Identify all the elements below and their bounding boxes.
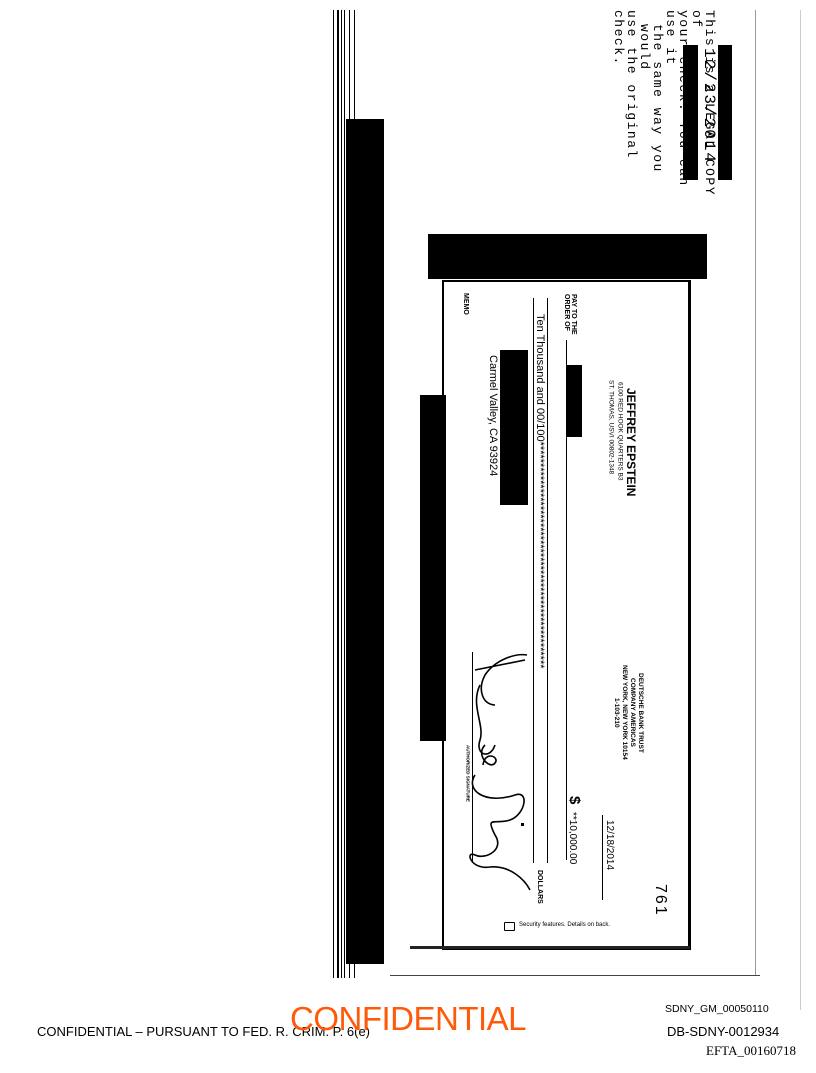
dollars-label: DOLLARS [536, 870, 543, 904]
check-amount: **10,000.00 [567, 812, 578, 865]
signature-line [472, 652, 473, 862]
scan-bottom-edge [390, 975, 760, 976]
legal-copy-notice: This is a LEGAL COPY of your check. You … [611, 10, 717, 220]
signature-label: AUTHORIZED SIGNATURE [465, 745, 471, 802]
payer-address-2: ST. THOMAS, USVI 00802-1348 [607, 380, 615, 475]
scan-right-edge [755, 10, 756, 975]
bank-line: DEUTSCHE BANK TRUST [637, 672, 644, 753]
efta-number: EFTA_00160718 [706, 1043, 796, 1058]
bank-line: COMPANY AMERICAS [629, 678, 636, 747]
payee-line [566, 340, 567, 860]
pay-to-label-1: PAY TO THE [570, 294, 577, 335]
security-note: Security features. Details on back. [519, 922, 611, 928]
scan-far-right-edge [800, 10, 801, 1010]
pay-to-label: PAY TO THE [570, 294, 577, 335]
order-of-label: ORDER OF [563, 294, 570, 331]
dot-mark [521, 823, 524, 826]
check-border [442, 280, 691, 950]
signature [469, 653, 531, 891]
notice-line: the same way you would [637, 24, 665, 173]
check-number: 761 [652, 884, 669, 917]
bates-db: DB-SDNY-0012934 [667, 1024, 780, 1039]
redaction-bar [718, 45, 732, 180]
notice-line: This is a LEGAL COPY of [689, 10, 717, 197]
amount-words-line-top [547, 298, 548, 863]
redaction-bar [683, 45, 698, 180]
check-bottom-edge [410, 946, 690, 949]
payee-redaction [567, 365, 582, 437]
amount-words-text: Ten Thousand and 00/100*****************… [534, 314, 546, 669]
redaction-bar [420, 395, 446, 741]
bank-line: 1-103-210 [613, 697, 620, 728]
redaction-bar [346, 119, 384, 964]
notice-line: use the original check. [611, 10, 639, 159]
payer-name: JEFFREY EPSTEIN [624, 388, 638, 497]
check-date: 12/18/2014 [604, 820, 615, 871]
memo-label: MEMO [462, 293, 469, 315]
lock-icon [504, 922, 515, 931]
amount-words: Ten Thousand and 00/100*****************… [534, 314, 546, 859]
payee-address-redaction [500, 350, 528, 505]
dollar-sign: $ [566, 796, 583, 805]
redaction-bar [428, 234, 707, 279]
payer-address-1: 6100 RED HOOK QUARTERS B3 [616, 382, 624, 481]
confidential-notice: CONFIDENTIAL – PURSUANT TO FED. R. CRIM.… [37, 1024, 371, 1039]
bank-line: NEW YORK, NEW YORK 10154 [621, 665, 628, 760]
bates-top: SDNY_GM_00050110 [665, 1003, 769, 1015]
date-line [602, 815, 603, 900]
notice-line: your check. You can use it [663, 10, 691, 187]
amount-words-line [533, 298, 534, 863]
confidential-stamp: CONFIDENTIAL [290, 1000, 527, 1037]
bank-info: DEUTSCHE BANK TRUST COMPANY AMERICAS NEW… [612, 660, 644, 765]
payee-city: Carmel Valley, CA 93924 [487, 355, 499, 477]
copy-date: 12/23/2014 [700, 48, 718, 165]
